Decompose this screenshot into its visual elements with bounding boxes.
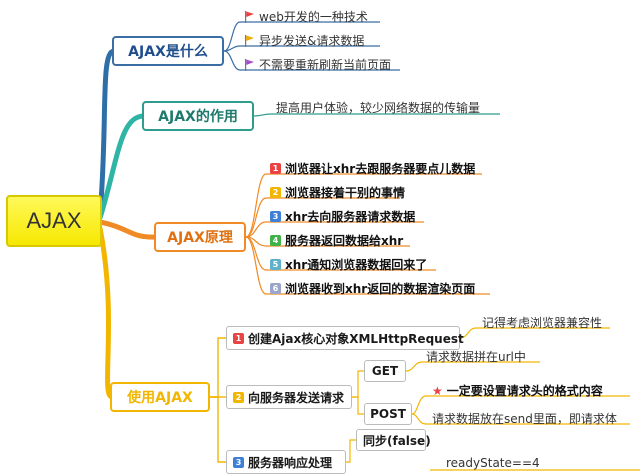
- leaf-text: 浏览器接着干别的事情: [285, 186, 406, 200]
- principle-step-1[interactable]: 1 浏览器让xhr去跟服务器要点儿数据: [270, 160, 475, 177]
- note-text: 记得考虑浏览器兼容性: [482, 316, 603, 330]
- step-text: 向服务器发送请求: [248, 390, 345, 405]
- note-text: 一定要设置请求头的格式内容: [446, 384, 603, 398]
- ready-state-note[interactable]: readyState==4: [446, 456, 540, 470]
- post-header-note[interactable]: ★ 一定要设置请求头的格式内容: [432, 382, 603, 399]
- leaf-text: 异步发送&请求数据: [259, 34, 365, 48]
- leaf-async[interactable]: 异步发送&请求数据: [244, 32, 364, 49]
- principle-step-5[interactable]: 5 xhr通知浏览器数据回来了: [270, 256, 427, 273]
- principle-step-3[interactable]: 3 xhr去向服务器请求数据: [270, 208, 415, 225]
- leaf-text: xhr通知浏览器数据回来了: [285, 258, 428, 272]
- get-method-node[interactable]: GET: [364, 360, 406, 382]
- topic-label: AJAX是什么: [128, 44, 208, 60]
- step-text: 服务器响应处理: [248, 455, 333, 470]
- principle-step-2[interactable]: 2 浏览器接着干别的事情: [270, 184, 405, 201]
- orange-flag-icon: [245, 34, 254, 47]
- leaf-text: web开发的一种技术: [259, 10, 368, 24]
- use-step-2[interactable]: 2 向服务器发送请求: [226, 385, 352, 409]
- number-badge-icon: 3: [233, 456, 244, 468]
- topic-label: AJAX原理: [167, 230, 233, 246]
- leaf-text: xhr去向服务器请求数据: [285, 210, 416, 224]
- topic-label: 使用AJAX: [127, 390, 193, 406]
- note-text: readyState==4: [446, 456, 540, 470]
- topic-use-ajax[interactable]: 使用AJAX: [110, 382, 210, 412]
- root-label: AJAX: [26, 208, 82, 233]
- topic-ajax-purpose[interactable]: AJAX的作用: [142, 101, 254, 131]
- leaf-web-tech[interactable]: web开发的一种技术: [244, 8, 368, 25]
- root-node[interactable]: AJAX: [6, 195, 102, 247]
- number-badge-icon: 3: [270, 211, 281, 222]
- topic-label: AJAX的作用: [158, 109, 238, 125]
- note-text: 请求数据放在send里面，即请求体: [432, 412, 617, 426]
- leaf-text: 提高用户体验，较少网络数据的传输量: [276, 101, 481, 115]
- post-method-node[interactable]: POST: [364, 403, 412, 425]
- step-text: 创建Ajax核心对象XMLHttpRequest: [248, 331, 464, 346]
- number-badge-icon: 2: [270, 187, 281, 198]
- leaf-text: 浏览器让xhr去跟服务器要点儿数据: [285, 162, 476, 176]
- note-text: 请求数据拼在url中: [426, 350, 526, 364]
- topic-ajax-principle[interactable]: AJAX原理: [154, 222, 246, 252]
- number-badge-icon: 6: [270, 283, 281, 294]
- sync-label: 同步(false): [363, 433, 431, 448]
- number-badge-icon: 5: [270, 259, 281, 270]
- leaf-text: 浏览器收到xhr返回的数据渲染页面: [285, 282, 476, 296]
- use-step-1[interactable]: 1 创建Ajax核心对象XMLHttpRequest: [226, 326, 464, 350]
- number-badge-icon: 4: [270, 235, 281, 246]
- method-label: GET: [371, 364, 399, 378]
- purple-flag-icon: [245, 58, 254, 71]
- number-badge-icon: 2: [233, 391, 244, 403]
- star-icon: ★: [432, 383, 443, 398]
- get-note[interactable]: 请求数据拼在url中: [426, 348, 526, 365]
- post-body-note[interactable]: 请求数据放在send里面，即请求体: [432, 410, 617, 427]
- leaf-text: 不需要重新刷新当前页面: [259, 58, 392, 72]
- sync-node[interactable]: 同步(false): [356, 429, 431, 451]
- leaf-no-refresh[interactable]: 不需要重新刷新当前页面: [244, 56, 391, 73]
- number-badge-icon: 1: [233, 332, 244, 344]
- compat-note[interactable]: 记得考虑浏览器兼容性: [482, 314, 602, 331]
- method-label: POST: [370, 407, 406, 421]
- principle-step-6[interactable]: 6 浏览器收到xhr返回的数据渲染页面: [270, 280, 475, 297]
- principle-step-4[interactable]: 4 服务器返回数据给xhr: [270, 232, 403, 249]
- red-flag-icon: [245, 10, 254, 23]
- leaf-text: 服务器返回数据给xhr: [285, 234, 404, 248]
- use-step-3[interactable]: 3 服务器响应处理: [226, 450, 346, 474]
- leaf-purpose[interactable]: 提高用户体验，较少网络数据的传输量: [276, 99, 480, 116]
- topic-what-is-ajax[interactable]: AJAX是什么: [112, 36, 224, 66]
- number-badge-icon: 1: [270, 163, 281, 174]
